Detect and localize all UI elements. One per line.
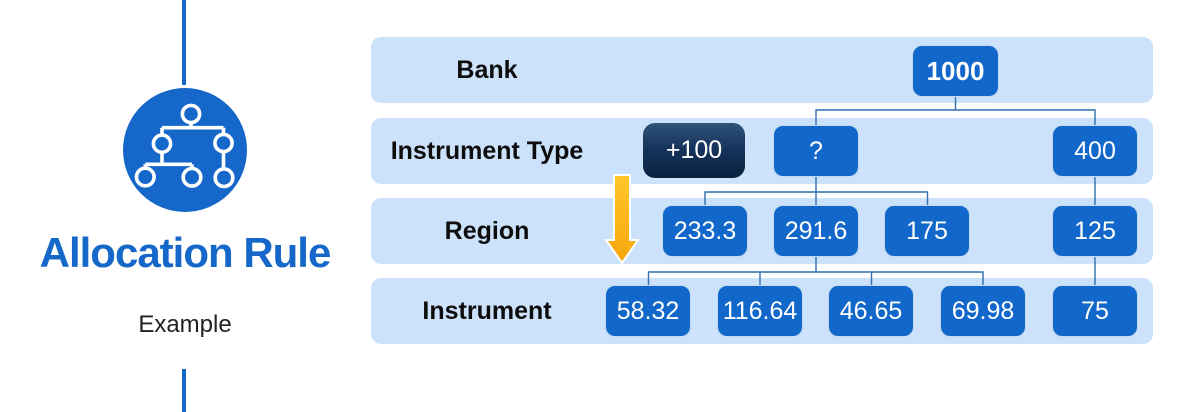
node-291-6: 291.6 (773, 205, 859, 257)
connector-291-to-instruments (647, 257, 984, 285)
allocation-tree-diagram: Bank Instrument Type Region Instrument 1… (371, 37, 1153, 344)
connector-lines (605, 97, 1096, 285)
node-plus-100: +100 (643, 123, 745, 178)
row-label-region: Region (444, 217, 530, 245)
node-58-32: 58.32 (605, 285, 691, 337)
top-accent-line (182, 0, 186, 85)
band-bank (371, 37, 1153, 103)
node-116-64: 116.64 (717, 285, 803, 337)
page-subtitle: Example (138, 311, 232, 338)
node-46-65: 46.65 (828, 285, 914, 337)
row-label-bank: Bank (456, 56, 518, 84)
row-label-instrument-type: Instrument Type (390, 137, 584, 165)
page-title: Allocation Rule (39, 229, 332, 276)
band-region (371, 198, 1153, 264)
bottom-accent-line (182, 369, 186, 412)
hierarchy-tree-icon (123, 88, 247, 212)
node-233-3: 233.3 (662, 205, 748, 257)
node-175: 175 (884, 205, 970, 257)
node-75: 75 (1052, 285, 1138, 337)
node-400: 400 (1052, 125, 1138, 177)
node-125: 125 (1052, 205, 1138, 257)
node-question: ? (773, 125, 859, 177)
node-69-98: 69.98 (940, 285, 1026, 337)
connector-question-to-regions (704, 177, 929, 205)
connector-bank-to-instrument-type (815, 97, 1096, 125)
node-1000: 1000 (912, 45, 999, 97)
row-label-instrument: Instrument (422, 297, 552, 325)
down-arrow-icon (605, 174, 639, 264)
band-instrument-type (371, 118, 1153, 184)
hierarchy-badge (123, 88, 247, 212)
